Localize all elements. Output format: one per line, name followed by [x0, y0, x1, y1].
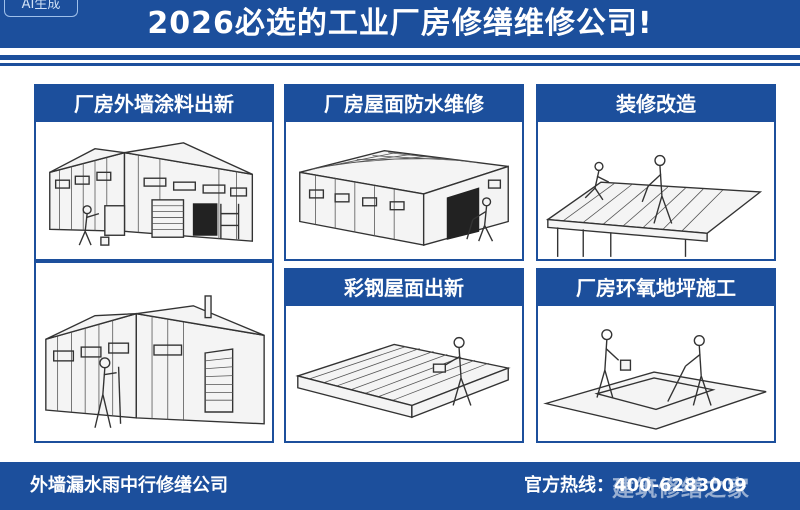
panel-epoxy-floor: 厂房环氧地坪施工: [536, 268, 776, 443]
watermark: 建筑修缮之家: [612, 477, 751, 502]
page-title: 2026必选的工业厂房修缮维修公司!: [147, 6, 653, 41]
panel-label: 厂房屋面防水维修: [286, 86, 522, 122]
panel-label: 厂房外墙涂料出新: [36, 86, 272, 122]
panel-label: 彩钢屋面出新: [286, 270, 522, 306]
renovation-illustration: [545, 154, 763, 257]
panel-label: 厂房环氧地坪施工: [538, 270, 774, 306]
factory-exterior-illustration: [45, 295, 265, 428]
header-bar: 2026必选的工业厂房修缮维修公司! AI生成: [0, 0, 800, 48]
panel-label: 装修改造: [538, 86, 774, 122]
roof-repair-illustration: [299, 149, 509, 246]
header-stripe: [0, 55, 800, 60]
panel-roof-waterproofing: 厂房屋面防水维修: [284, 84, 524, 261]
panel-exterior-wall-coating: 厂房外墙涂料出新: [34, 84, 274, 261]
panel-factory-exterior: [34, 261, 274, 443]
panel-color-steel-roof-renewal: 彩钢屋面出新: [284, 268, 524, 443]
footer-bar: 外墙漏水雨中行修缮公司 官方热线：400-6283009: [0, 462, 800, 510]
epoxy-floor-illustration: [543, 329, 767, 430]
steel-roof-illustration: [295, 336, 511, 419]
header-stripe-thin: [0, 63, 800, 66]
factory-wall-illustration: [49, 142, 254, 246]
company-name: 外墙漏水雨中行修缮公司: [30, 475, 228, 496]
hotline: 官方热线：400-6283009: [524, 475, 747, 496]
panel-renovation: 装修改造: [536, 84, 776, 261]
ai-generated-badge: AI生成: [4, 0, 78, 17]
